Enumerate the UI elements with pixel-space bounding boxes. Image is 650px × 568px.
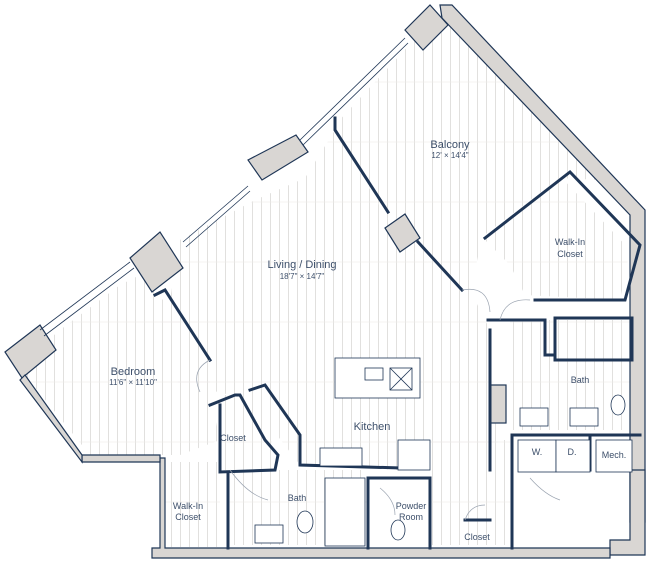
column-left (129, 231, 184, 293)
washer (517, 439, 557, 473)
powder-toilet (390, 519, 406, 541)
door-swings (196, 288, 561, 521)
refrigerator (397, 439, 431, 471)
room-labels: Balcony 12' × 14'4" Walk-In Closet Livin… (109, 139, 626, 542)
closet-entry-label: Closet (464, 532, 490, 542)
mech-unit (595, 439, 633, 473)
bath-main-sink (254, 524, 284, 544)
walk-in-closet-lower-floor (165, 462, 220, 547)
left-lower-wall (81, 454, 161, 463)
closet-bedroom-label: Closet (220, 433, 246, 443)
island-sink (364, 367, 384, 381)
dryer (555, 439, 591, 473)
partition-block (384, 213, 421, 253)
bath-main-label: Bath (288, 493, 307, 503)
exterior-walls (4, 4, 646, 559)
bath-right-top (486, 318, 557, 357)
right-wall-lower (609, 469, 646, 556)
bottom-wall (151, 457, 611, 559)
window-line (39, 37, 409, 337)
living-dining-label: Living / Dining (267, 259, 336, 271)
pillar-right (489, 384, 507, 424)
bedroom-living-wall (152, 288, 213, 363)
bath-main-toilet (296, 510, 314, 534)
living-dining-dims: 18'7" × 14'7" (280, 272, 325, 281)
bedroom-floor (25, 270, 220, 460)
column-corner (4, 324, 57, 379)
walk-in-closet-upper-label-1: Walk-In (555, 237, 585, 247)
mech-label: Mech. (602, 450, 627, 460)
fixtures (254, 357, 633, 547)
balcony-living-wall (333, 116, 391, 215)
kitchen-label: Kitchen (354, 421, 391, 433)
walk-in-closet-upper-label-2: Closet (557, 249, 583, 259)
washer-label: W. (532, 447, 543, 457)
bathtub (324, 477, 366, 547)
bath-right-label: Bath (571, 375, 590, 385)
balcony-label: Balcony (430, 139, 470, 151)
bedroom-dims: 11'6" × 11'10" (109, 378, 157, 387)
column-mid (247, 134, 309, 181)
dryer-label: D. (568, 447, 577, 457)
left-bottom-lump (19, 374, 83, 464)
walk-in-closet-lower-label-2: Closet (175, 512, 201, 522)
powder-room-label-2: Room (399, 512, 423, 522)
walk-in-closet-upper-floor (485, 178, 630, 300)
balcony-dims: 12' × 14'4" (431, 151, 468, 160)
walkin-upper-wall (482, 169, 642, 302)
range (319, 447, 363, 467)
bedroom-label: Bedroom (111, 366, 156, 378)
bath-right-toilet (610, 394, 626, 416)
bath-right-sink-1 (519, 407, 549, 427)
column-top (404, 4, 449, 51)
powder-room-walls (366, 476, 432, 550)
entry-floor (430, 440, 510, 545)
powder-room-label-1: Powder (396, 501, 427, 511)
balcony-living-wall-2 (415, 239, 465, 293)
bath-right-inner (553, 316, 634, 362)
walk-in-closet-lower-label-1: Walk-In (173, 501, 203, 511)
bath-right-sink-2 (569, 407, 599, 427)
